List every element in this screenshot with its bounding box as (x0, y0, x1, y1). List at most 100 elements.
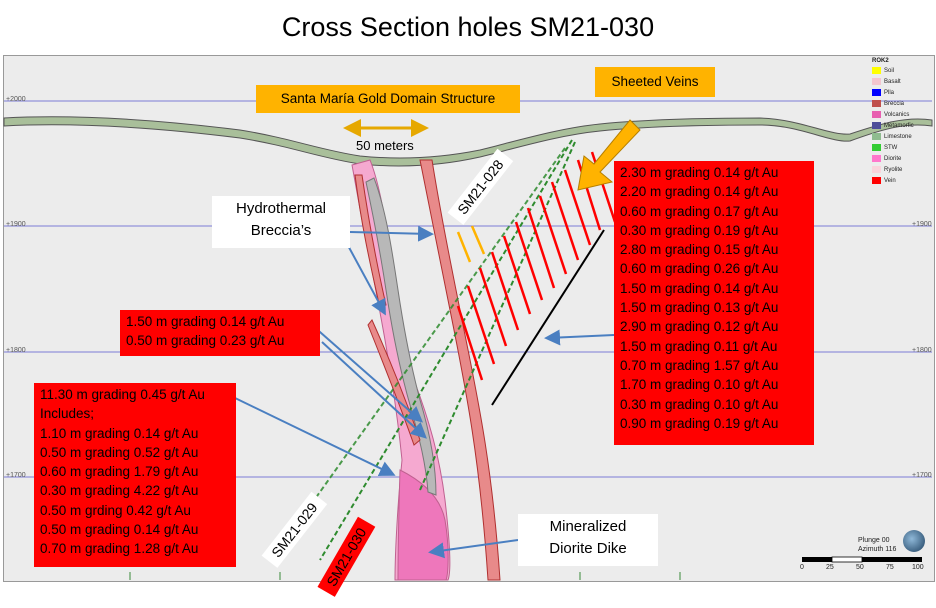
scale-tick: 100 (912, 564, 924, 571)
intercept-right-row: 0.60 m grading 0.26 g/t Au (620, 261, 779, 277)
structure-line (491, 229, 605, 406)
intercept-right-row: 2.90 m grading 0.12 g/t Au (620, 319, 779, 335)
gold-domain-callout: Santa María Gold Domain Structure (256, 85, 520, 113)
legend-item: Breccia (872, 100, 930, 111)
drill-trace-sm21-028 (319, 139, 573, 561)
intercept-right-row: 0.30 m grading 0.19 g/t Au (620, 222, 779, 238)
elev-label-right-1700: +1700 (912, 472, 932, 479)
intercept-right-row: 1.50 m grading 0.13 g/t Au (620, 300, 779, 316)
legend-swatch (872, 122, 881, 129)
hydrothermal-breccia-label: Hydrothermal Breccia’s (212, 196, 350, 248)
intercepts-left-box: 11.30 m grading 0.45 g/t Au Includes; 1.… (34, 383, 236, 567)
intercept-left-row: 0.70 m grading 1.28 g/t Au (40, 541, 199, 557)
intercept-right-row: 1.50 m grading 0.11 g/t Au (620, 338, 778, 354)
plunge-text: Plunge 00 (858, 537, 890, 544)
sheeted-veins (456, 151, 617, 381)
yellow-veins (456, 225, 486, 263)
legend-item: Diorite (872, 155, 930, 166)
intercept-left-row: 0.50 m grading 0.14 g/t Au (40, 522, 199, 538)
elev-label-left-1900: +1900 (6, 221, 26, 228)
red-breccia-3 (354, 174, 387, 309)
elev-label-right-1800: +1800 (912, 347, 932, 354)
red-breccia-1 (419, 159, 501, 581)
legend-item-label: Ryolite (884, 167, 903, 173)
legend-item-label: Diorite (884, 156, 902, 162)
drill-trace-sm21-030 (419, 141, 576, 491)
elev-label-left-1700: +1700 (6, 472, 26, 479)
scale-label: 50 meters (356, 138, 414, 153)
legend-item-label: Vein (884, 178, 896, 184)
legend-item-label: Breccia (884, 101, 905, 107)
callout-arrows (234, 225, 615, 559)
intercepts-mid-box: 1.50 m grading 0.14 g/t Au 0.50 m gradin… (120, 310, 320, 356)
intercept-right-row: 0.70 m grading 1.57 g/t Au (620, 357, 779, 373)
scale-tick: 75 (886, 564, 894, 571)
intercept-right-row: 1.50 m grading 0.14 g/t Au (620, 280, 779, 296)
sheeted-veins-callout: Sheeted Veins (595, 67, 715, 97)
hydrothermal-line-1: Hydrothermal (235, 200, 327, 217)
legend-item: Plla (872, 89, 930, 100)
drill-trace-sm21-029 (299, 147, 566, 521)
intercept-right-row: 2.30 m grading 0.14 g/t Au (620, 165, 779, 180)
dike-line-1: Mineralized (549, 518, 627, 535)
scale-tick: 0 (800, 564, 804, 571)
legend-swatch (872, 67, 881, 74)
sheeted-veins-arrow (577, 119, 641, 191)
legend-item-label: Metamorfic (884, 123, 914, 129)
page-title: Cross Section holes SM21-030 (281, 12, 655, 42)
legend-item: STW (872, 144, 930, 155)
scale-tick: 25 (826, 564, 834, 571)
intercept-left-row: 0.30 m grading 4.22 g/t Au (40, 483, 199, 499)
hydrothermal-line-2: Breccia’s (250, 222, 312, 239)
legend-item-label: Volcanics (884, 112, 910, 118)
elev-label-left-1800: +1800 (6, 347, 26, 354)
legend-item-label: Plla (884, 90, 895, 96)
legend-item-label: Limestone (884, 134, 912, 140)
view-orientation: Plunge 00 Azimuth 116 (858, 536, 896, 554)
globe-icon (903, 530, 925, 552)
intercept-left-row: 0.60 m grading 1.79 g/t Au (40, 464, 199, 480)
scale-bar-graphic (802, 556, 922, 563)
bottom-ticks (129, 572, 681, 580)
scale-bar: 0 25 50 75 100 (800, 556, 924, 573)
elev-label-left-2000: +2000 (6, 96, 26, 103)
intercepts-right-box: 2.30 m grading 0.14 g/t Au 2.20 m gradin… (614, 161, 814, 445)
legend-item: Volcanics (872, 111, 930, 122)
scale-tick: 50 (856, 564, 864, 571)
intercept-mid-row: 1.50 m grading 0.14 g/t Au (126, 314, 285, 329)
legend-swatch (872, 111, 881, 118)
intercept-left-row: 0.50 m grding 0.42 g/t Au (40, 502, 191, 518)
legend-item: Soil (872, 67, 930, 78)
intercept-left-row: 0.50 m grading 0.52 g/t Au (40, 444, 199, 460)
diorite-dike-label: Mineralized Diorite Dike (518, 514, 658, 566)
legend-title: ROK2 (872, 58, 889, 64)
legend-item: Ryolite (872, 166, 930, 177)
legend-item-label: STW (884, 145, 898, 151)
intercept-right-row: 0.30 m grading 0.10 g/t Au (620, 396, 779, 412)
legend-item: Vein (872, 177, 930, 188)
intercept-right-row: 2.20 m grading 0.14 g/t Au (620, 184, 779, 200)
intercept-left-row: Includes; (40, 406, 95, 422)
intercept-mid-row: 0.50 m grading 0.23 g/t Au (126, 333, 285, 349)
legend-swatch (872, 155, 881, 162)
legend-swatch (872, 89, 881, 96)
topography-band (3, 116, 933, 167)
intercept-left-row: 1.10 m grading 0.14 g/t Au (40, 425, 199, 441)
elev-label-right-1900: +1900 (912, 221, 932, 228)
legend-swatch (872, 133, 881, 140)
legend-swatch (872, 78, 881, 85)
azimuth-text: Azimuth 116 (858, 546, 897, 553)
intercept-right-row: 0.60 m grading 0.17 g/t Au (620, 203, 779, 219)
intercept-left-row: 11.30 m grading 0.45 g/t Au (40, 387, 205, 402)
legend-item-label: Soil (884, 68, 895, 74)
legend-swatch (872, 166, 881, 173)
legend-item: Basalt (872, 78, 930, 89)
intercept-right-row: 0.90 m grading 0.19 g/t Au (620, 415, 779, 431)
legend-swatch (872, 144, 881, 151)
legend-item-label: Basalt (884, 79, 901, 85)
intercept-right-row: 1.70 m grading 0.10 g/t Au (620, 377, 779, 393)
legend-swatch (872, 177, 881, 184)
